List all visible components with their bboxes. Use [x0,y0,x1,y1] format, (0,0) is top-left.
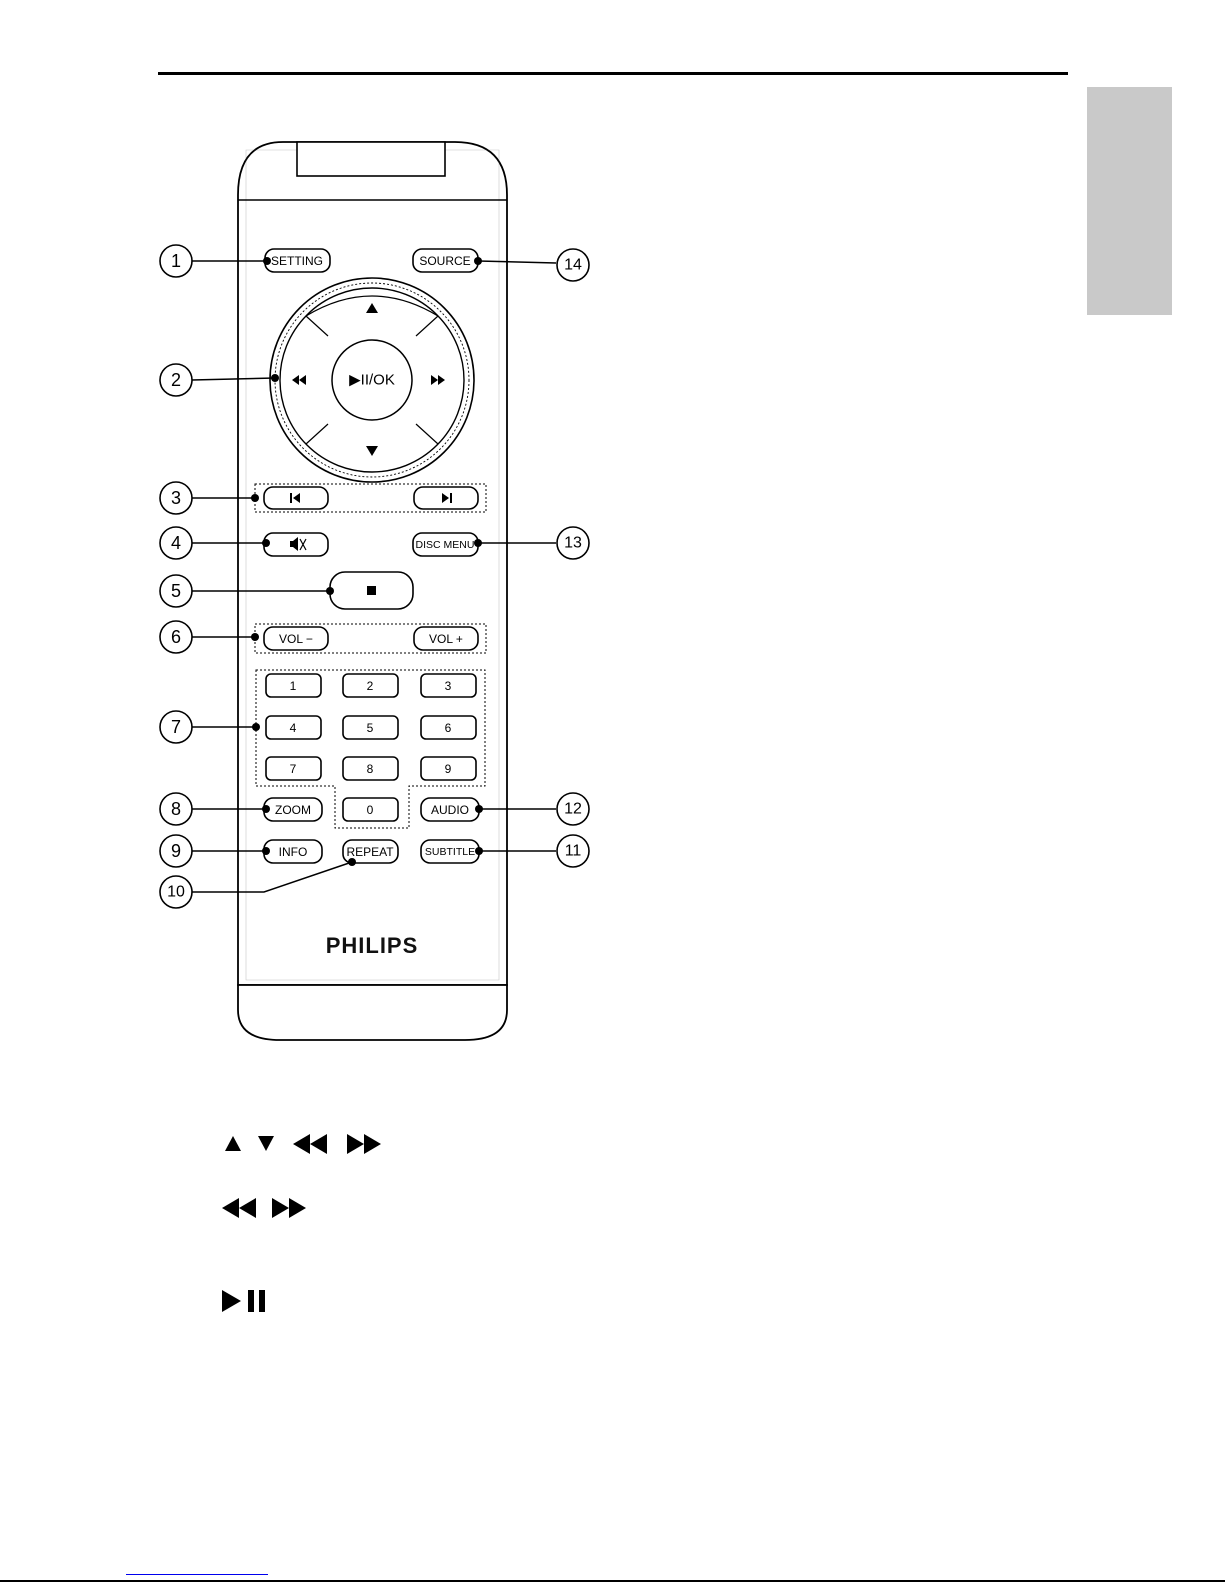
repeat-label: REPEAT [346,845,394,859]
svg-text:9: 9 [171,841,181,861]
callout-8: 8 [160,793,192,825]
mute-button[interactable] [264,533,328,556]
svg-text:7: 7 [171,717,181,737]
svg-text:8: 8 [171,799,181,819]
digit-8-button[interactable]: 8 [343,757,398,780]
svg-text:4: 4 [171,533,181,553]
info-label: INFO [279,845,308,859]
stop-button[interactable] [330,572,413,609]
setting-button[interactable]: SETTING [265,249,330,272]
next-button[interactable] [414,487,478,509]
subtitle-button[interactable]: SUBTITLE [421,840,479,863]
callout-10: 10 [160,876,192,908]
callout-1: 1 [160,245,192,277]
vol-minus-button[interactable]: VOL − [264,627,328,650]
vol-plus-label: VOL + [429,632,463,646]
fast-forward-icon [272,1198,306,1218]
digit-4-label: 4 [290,721,297,735]
callout-5: 5 [160,575,192,607]
digit-6-label: 6 [445,721,452,735]
callout-7: 7 [160,711,192,743]
digit-0-button[interactable]: 0 [343,798,398,821]
previous-button[interactable] [264,487,328,509]
digit-2-button[interactable]: 2 [343,674,398,697]
digit-9-label: 9 [445,762,452,776]
disc-menu-button[interactable]: DISC MENU [413,533,478,556]
zoom-label: ZOOM [275,803,311,817]
ok-button[interactable]: ▶II/OK [332,340,412,420]
digit-7-button[interactable]: 7 [266,757,321,780]
callout-12: 12 [557,793,589,825]
down-triangle-icon [258,1136,274,1151]
digit-5-button[interactable]: 5 [343,716,398,739]
legend-row-2 [222,1198,306,1218]
up-triangle-icon [225,1136,241,1151]
legend-row-1 [225,1134,381,1154]
callout-9: 9 [160,835,192,867]
callout-11: 11 [557,835,589,867]
zoom-button[interactable]: ZOOM [264,798,322,821]
svg-text:13: 13 [564,535,582,552]
vol-plus-button[interactable]: VOL + [414,627,478,650]
philips-logo: PHILIPS [326,933,419,958]
callout-14: 14 [557,249,589,281]
audio-label: AUDIO [431,803,469,817]
digit-0-label: 0 [367,803,374,817]
callout-6: 6 [160,621,192,653]
callout-13: 13 [557,527,589,559]
svg-text:1: 1 [171,251,181,271]
info-button[interactable]: INFO [264,840,322,863]
legend-row-3 [222,1290,265,1312]
source-button[interactable]: SOURCE [413,249,478,272]
stop-icon [367,586,376,595]
setting-label: SETTING [271,254,323,268]
digit-2-label: 2 [367,679,374,693]
digit-7-label: 7 [290,762,297,776]
digit-6-button[interactable]: 6 [421,716,476,739]
svg-text:3: 3 [171,488,181,508]
previous-icon [290,493,292,503]
fast-forward-icon [347,1134,381,1154]
svg-text:11: 11 [565,843,582,860]
digit-5-label: 5 [367,721,374,735]
digit-3-button[interactable]: 3 [421,674,476,697]
digit-1-button[interactable]: 1 [266,674,321,697]
svg-text:12: 12 [564,801,582,818]
disc-menu-label: DISC MENU [416,539,475,551]
svg-text:2: 2 [171,370,181,390]
rewind-icon [293,1134,327,1154]
vol-minus-label: VOL − [279,632,313,646]
subtitle-label: SUBTITLE [425,846,475,858]
callout-3: 3 [160,482,192,514]
digit-3-label: 3 [445,679,452,693]
play-pause-icon [222,1290,265,1312]
digit-9-button[interactable]: 9 [421,757,476,780]
audio-button[interactable]: AUDIO [421,798,479,821]
svg-text:10: 10 [167,884,185,901]
svg-text:5: 5 [171,581,181,601]
digit-4-button[interactable]: 4 [266,716,321,739]
callout-2: 2 [160,364,192,396]
svg-text:6: 6 [171,627,181,647]
digit-8-label: 8 [367,762,374,776]
rewind-icon [222,1198,256,1218]
svg-text:14: 14 [564,257,582,274]
callout-4: 4 [160,527,192,559]
digit-1-label: 1 [290,679,297,693]
source-label: SOURCE [419,254,470,268]
ok-label: ▶II/OK [349,372,395,389]
